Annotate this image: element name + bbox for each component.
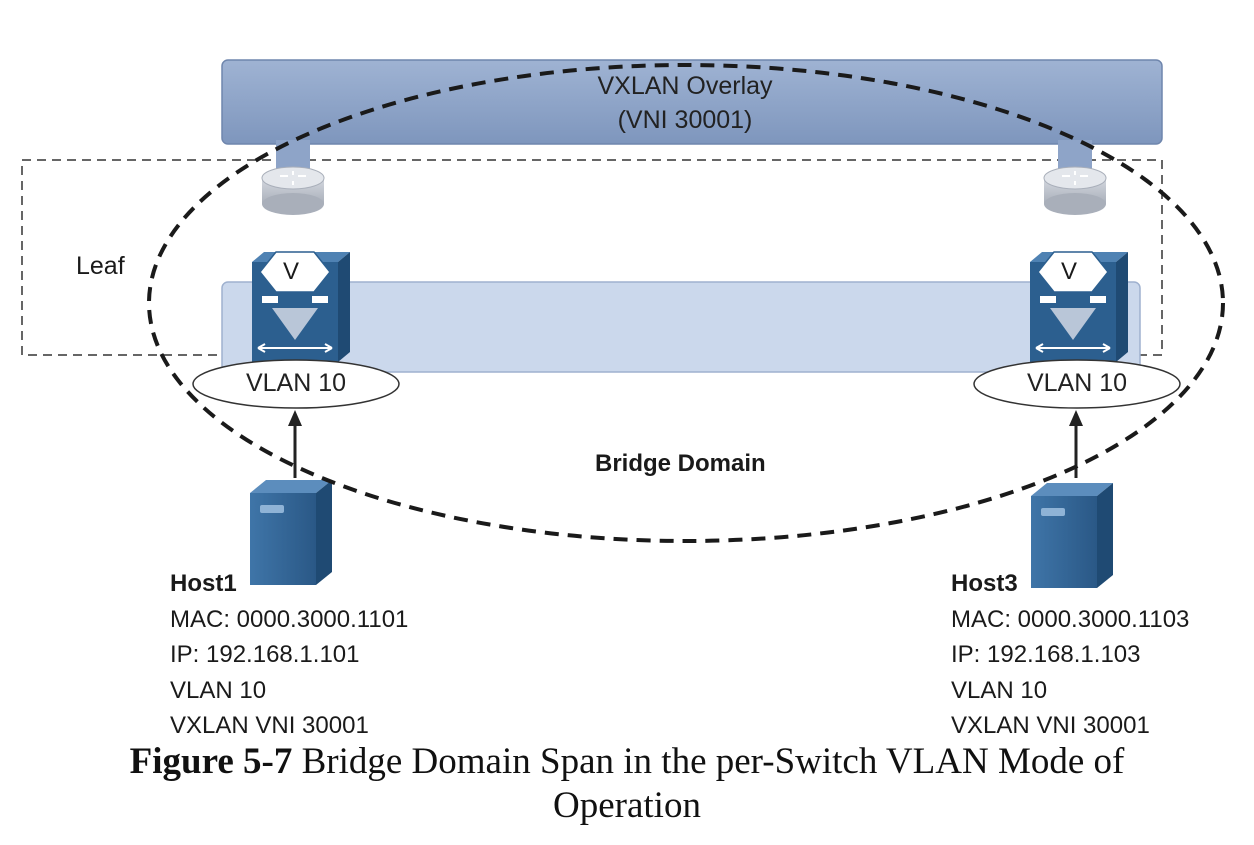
- figure-number: Figure 5-7: [129, 741, 293, 782]
- host-mac: MAC: 0000.3000.1103: [951, 605, 1190, 633]
- host-name: Host3: [951, 570, 1018, 597]
- host-ip: IP: 192.168.1.103: [951, 641, 1141, 668]
- vlan-ellipse-right: [973, 359, 1181, 409]
- vxlan-overlay-bar: [221, 59, 1163, 145]
- bridge-domain-boundary: [147, 63, 1225, 543]
- leaf-switch-icon: [252, 251, 350, 362]
- host-mac: MAC: 0000.3000.1101: [170, 605, 409, 633]
- arrow-host3-to-vlan: [1069, 410, 1083, 478]
- figure-caption: Figure 5-7 Bridge Domain Span in the per…: [0, 740, 1254, 828]
- leaf-band: [221, 281, 1141, 373]
- router-icon: [261, 166, 325, 215]
- overlay-title: VXLAN Overlay: [597, 72, 773, 100]
- host-vni: VXLAN VNI 30001: [951, 712, 1150, 739]
- host-ip: IP: 192.168.1.101: [170, 641, 360, 668]
- vxlan-vtep-glyph: V: [1061, 258, 1078, 285]
- host-vlan: VLAN 10: [951, 676, 1048, 704]
- overlay-vni: (VNI 30001): [617, 106, 753, 134]
- leaf-label: Leaf: [76, 252, 125, 280]
- arrow-host1-to-vlan: [288, 410, 302, 478]
- vxlan-vtep-glyph: V: [283, 258, 300, 285]
- host-vlan: VLAN 10: [170, 676, 267, 704]
- host1-info: Host1 MAC: 0000.3000.1101 IP: 192.168.1.…: [170, 566, 408, 744]
- router-icon: [1043, 166, 1107, 215]
- server-icon: [1031, 483, 1113, 588]
- host-vni: VXLAN VNI 30001: [170, 712, 369, 739]
- caption-text: Bridge Domain Span in the per-Switch VLA…: [292, 741, 1125, 782]
- bridge-domain-label: Bridge Domain: [595, 450, 766, 477]
- host-name: Host1: [170, 570, 237, 597]
- caption-text-line2: Operation: [553, 785, 701, 826]
- vlan-ellipse-left: [192, 359, 400, 409]
- host3-info: Host3 MAC: 0000.3000.1103 IP: 192.168.1.…: [951, 566, 1189, 744]
- leaf-switch-icon: [1030, 251, 1128, 362]
- vlan-label: VLAN 10: [245, 369, 347, 397]
- server-icon: [250, 480, 332, 585]
- vlan-label: VLAN 10: [1026, 369, 1128, 397]
